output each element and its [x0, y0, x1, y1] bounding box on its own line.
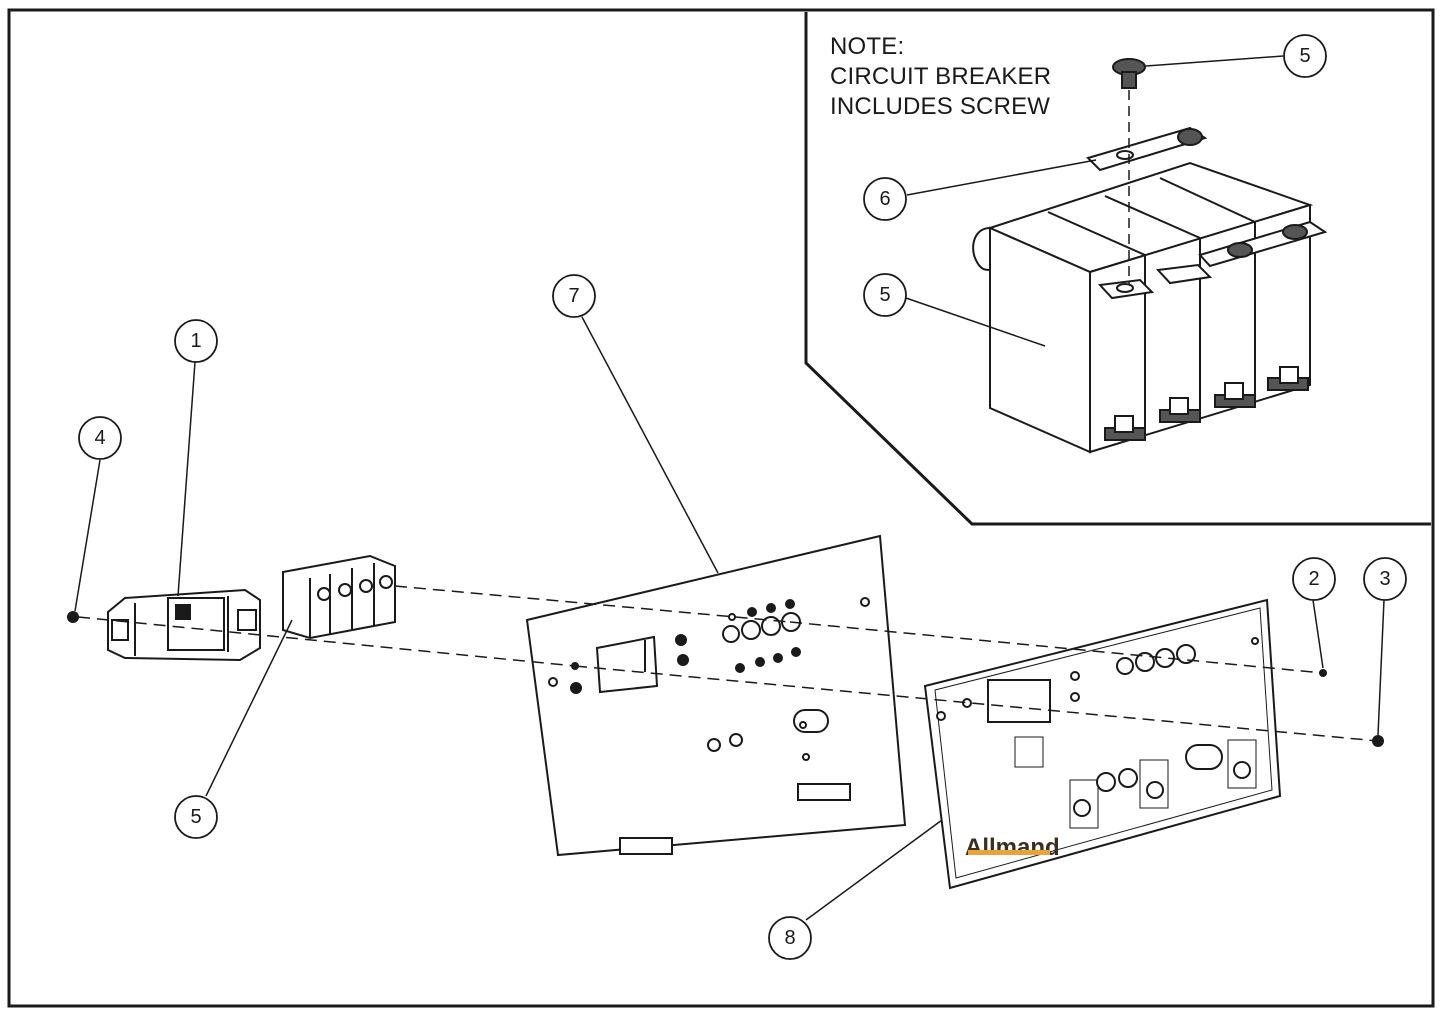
callout-5-inset-screw: 5 [1283, 34, 1327, 78]
assembly-lines [77, 585, 1379, 742]
svg-text:4: 4 [94, 427, 105, 449]
callout-5-inset-breaker: 5 [863, 273, 907, 317]
svg-text:6: 6 [879, 188, 890, 210]
callout-6: 6 [863, 177, 907, 221]
drawing-border [7, 8, 1435, 1008]
breaker-part-1 [107, 588, 261, 662]
svg-text:5: 5 [879, 284, 890, 306]
breaker-bank-detail [972, 58, 1328, 454]
callout-1: 1 [174, 319, 218, 363]
svg-text:1: 1 [190, 330, 201, 352]
callout-4: 4 [78, 416, 122, 460]
detail-inset-border [804, 12, 1431, 526]
callout-7: 7 [552, 274, 596, 318]
svg-text:8: 8 [784, 927, 795, 949]
decal-part-8 [923, 598, 1282, 890]
callout-3: 3 [1363, 557, 1407, 601]
svg-text:5: 5 [1299, 45, 1310, 67]
leader-lines [74, 55, 1385, 921]
callout-8: 8 [768, 916, 812, 960]
screw-part-4 [67, 611, 79, 623]
note-line-1: NOTE: [830, 33, 905, 60]
breaker-bank-part-5 [282, 554, 396, 640]
callout-5-main: 5 [174, 795, 218, 839]
note-line-3: INCLUDES SCREW [830, 93, 1051, 120]
note-line-2: CIRCUIT BREAKER [830, 63, 1052, 90]
svg-text:3: 3 [1379, 568, 1390, 590]
brand-underline [968, 850, 1050, 855]
panel-part-7 [525, 534, 907, 857]
breaker-note: NOTE: CIRCUIT BREAKER INCLUDES SCREW [830, 32, 1051, 122]
svg-text:7: 7 [568, 285, 579, 307]
svg-text:5: 5 [190, 806, 201, 828]
decal-brand-logo: Allmand [965, 834, 1060, 861]
svg-text:2: 2 [1308, 568, 1319, 590]
callout-2: 2 [1292, 557, 1336, 601]
